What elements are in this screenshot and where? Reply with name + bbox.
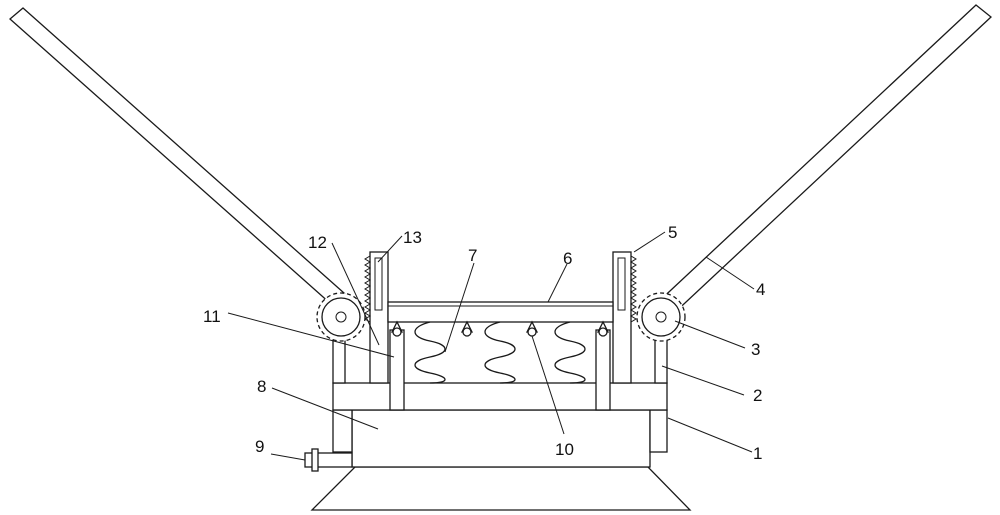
base-trapezoid	[310, 466, 692, 511]
label-13: 13	[403, 228, 422, 247]
label-11: 11	[203, 307, 221, 326]
right-inner-rod	[595, 329, 611, 411]
right-rack-teeth	[630, 255, 637, 323]
label-5: 5	[668, 223, 677, 242]
outlet-valve	[311, 448, 319, 472]
left-gear	[316, 292, 366, 342]
top-beam	[387, 301, 614, 323]
left-handle	[9, 7, 354, 313]
left-inner-rod	[389, 329, 405, 411]
right-handle	[654, 4, 992, 318]
label-6: 6	[563, 249, 572, 268]
right-gear	[636, 292, 686, 342]
label-4: 4	[756, 280, 765, 299]
label-9: 9	[255, 437, 264, 456]
right-rack-housing	[612, 251, 632, 384]
lower-side-left	[332, 409, 353, 453]
right-rack-slot	[617, 257, 626, 311]
label-3: 3	[751, 340, 760, 359]
left-rack-housing	[369, 251, 389, 384]
frame-plate	[332, 382, 668, 411]
lower-side-right	[649, 409, 668, 453]
left-rack-slot	[374, 257, 383, 311]
label-12: 12	[308, 233, 327, 252]
left-rack-teeth	[364, 255, 371, 323]
label-10: 10	[555, 440, 574, 459]
leader-lines	[227, 231, 755, 461]
springs	[414, 321, 586, 384]
label-8: 8	[257, 377, 266, 396]
label-2: 2	[753, 386, 762, 405]
label-7: 7	[468, 246, 477, 265]
lower-housing	[351, 409, 651, 468]
label-1: 1	[753, 444, 762, 463]
